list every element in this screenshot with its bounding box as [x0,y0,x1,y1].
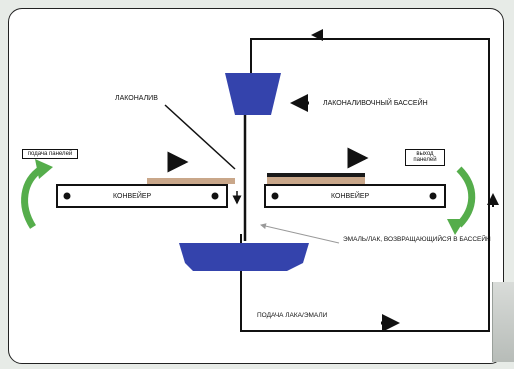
collecting-tray [179,243,309,271]
panel-coated-base [267,177,365,184]
diagram-canvas [21,29,499,332]
green-arrow-feed [21,166,44,229]
side-photo-fragment [492,282,514,362]
label-exit-panels: выход панелей [405,149,445,166]
label-lakonaliv: ЛАКОНАЛИВ [115,95,158,102]
return-leader [260,223,340,244]
panel-coated [267,173,365,177]
conveyor-left [56,184,228,208]
label-conveyor-right: КОНВЕЙЕР [331,193,370,200]
conveyor-left-roller-b [211,192,219,200]
conveyor-right [264,184,446,208]
conveyor-left-roller-a [63,192,71,200]
label-conveyor-left: КОНВЕЙЕР [113,193,152,200]
return-pipe-loop [240,38,490,332]
green-arrow-feed-head [35,159,53,179]
conveyor-right-roller-b [429,192,437,200]
label-feed-panels: подача панелей [22,149,78,160]
label-feed-enamel: ПОДАЧА ЛАКА/ЭМАЛИ [257,312,328,319]
coating-basin [225,73,281,115]
panel-uncoated [147,178,235,184]
green-arrow-exit-head [447,219,465,235]
label-basin: ЛАКОНАЛИВОЧНЫЙ БАССЕЙН [323,100,428,107]
label-return-enamel: ЭМАЛЬ/ЛАК, ВОЗВРАЩАЮЩИЙСЯ В БАССЕЙН [343,236,491,243]
diagram-card: ЛАКОНАЛИВ ЛАКОНАЛИВОЧНЫЙ БАССЕЙН подача … [8,8,504,364]
lakonaliv-leader [164,104,236,170]
green-arrow-exit [456,166,476,228]
conveyor-right-roller-a [271,192,279,200]
